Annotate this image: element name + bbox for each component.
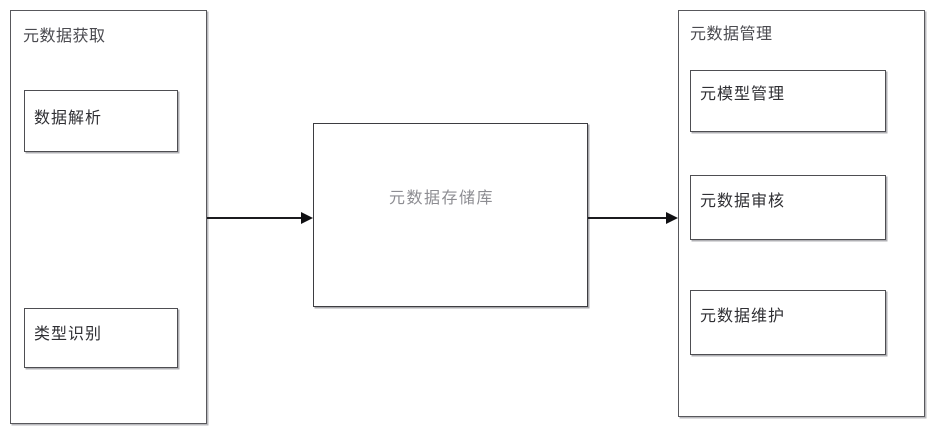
management-item-metadata-review-label: 元数据审核 (700, 191, 786, 210)
acquisition-item-type-recognition-label: 类型识别 (34, 324, 103, 343)
management-item-metadata-maintenance[interactable] (690, 290, 886, 355)
arrow-repository-to-management (588, 212, 678, 224)
arrow-head-icon (666, 212, 678, 224)
metadata-repository[interactable] (313, 123, 588, 307)
arrow-head-icon (301, 212, 313, 224)
arrow-shaft (207, 217, 302, 219)
management-item-meta-model-management[interactable] (690, 70, 886, 132)
acquisition-item-type-recognition[interactable] (24, 308, 178, 368)
acquisition-panel-title: 元数据获取 (23, 26, 106, 45)
acquisition-item-data-parsing[interactable] (24, 90, 178, 152)
management-item-metadata-review[interactable] (690, 175, 886, 240)
management-item-metadata-maintenance-label: 元数据维护 (700, 306, 786, 325)
acquisition-item-data-parsing-label: 数据解析 (34, 108, 103, 127)
metadata-repository-label: 元数据存储库 (389, 188, 495, 207)
management-item-meta-model-management-label: 元模型管理 (700, 84, 786, 103)
arrow-shaft (588, 217, 667, 219)
management-panel-title: 元数据管理 (690, 24, 773, 43)
arrow-acquisition-to-repository (207, 212, 313, 224)
